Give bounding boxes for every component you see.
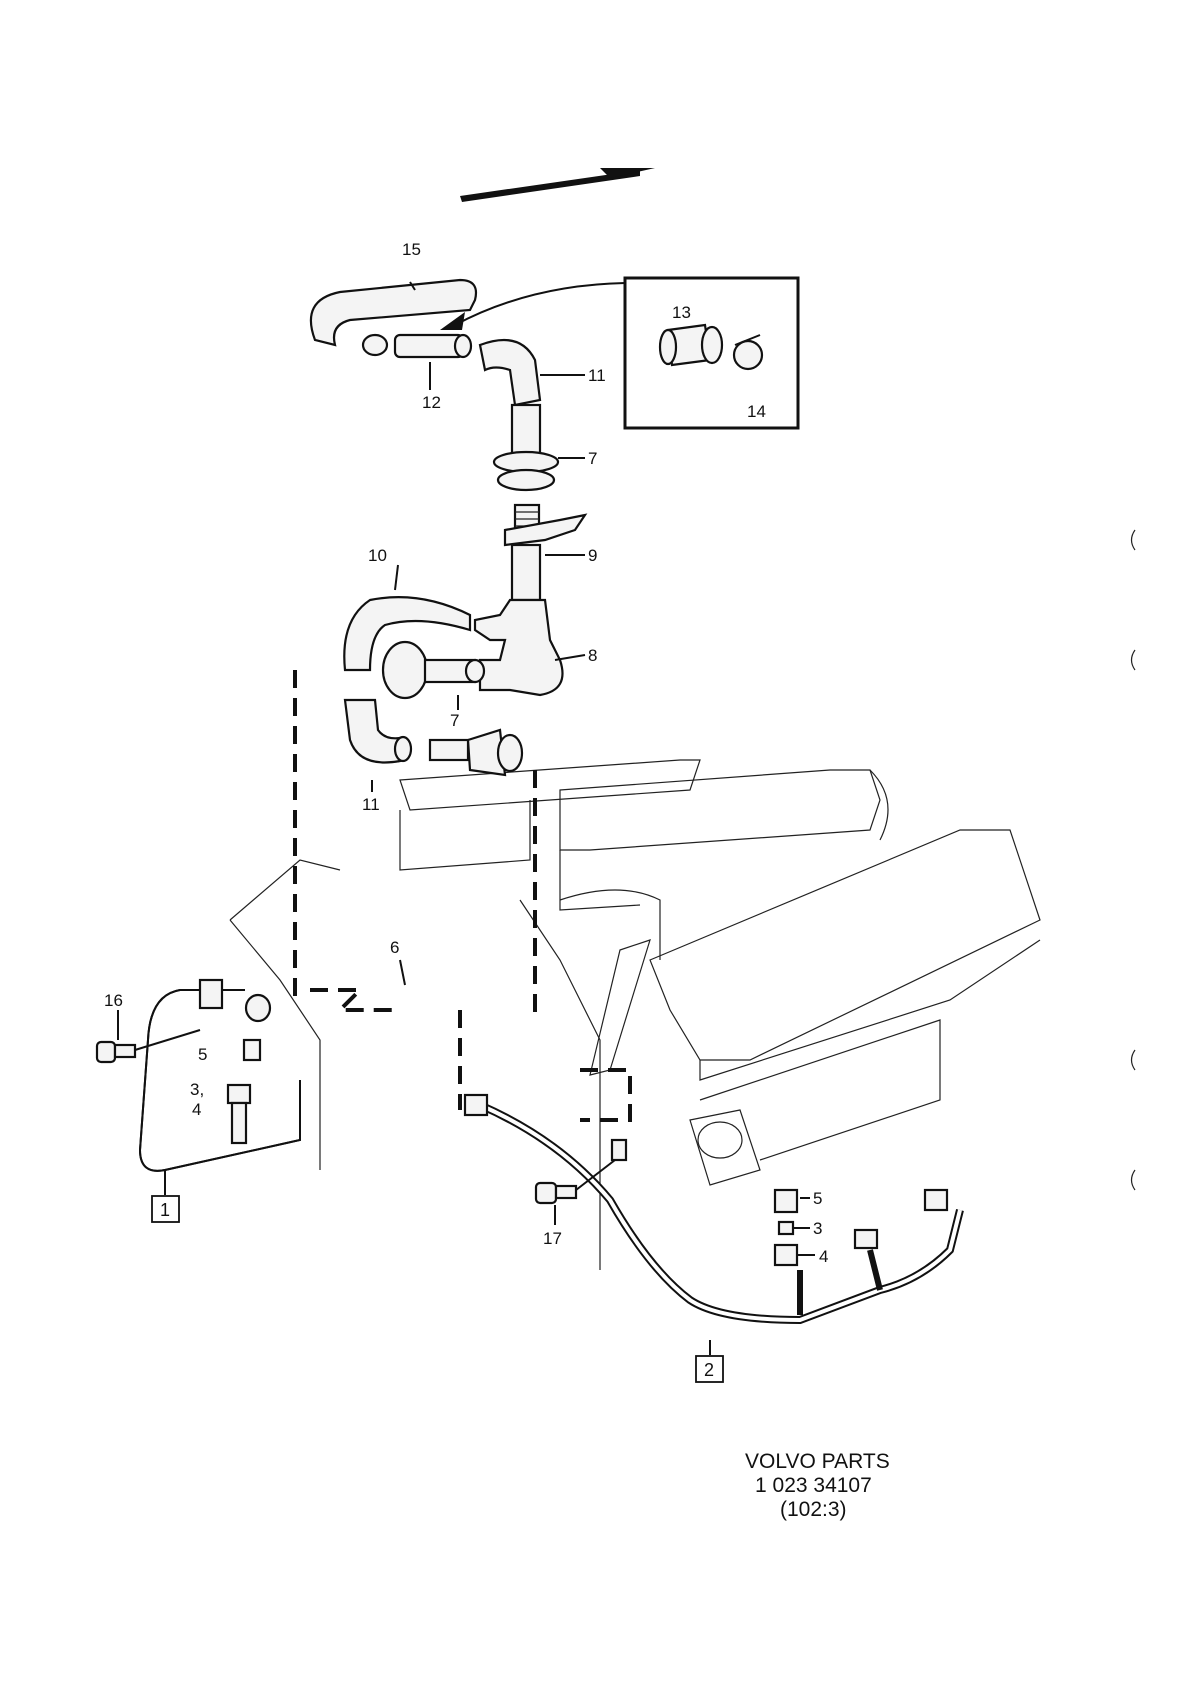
direction-arrow [460,168,655,202]
callout-5-left: 5 [198,1045,207,1064]
inset-detail-box [440,276,800,430]
callout-12: 12 [422,393,441,412]
brand-line: VOLVO PARTS [745,1450,890,1473]
callout-11-lower: 11 [362,795,380,814]
callout-5-right: 5 [813,1189,822,1208]
engine-block [229,759,1041,1270]
callout-14: 14 [747,402,766,421]
callout-labels: 15 12 11 13 14 7 9 10 8 7 11 6 16 5 3, 4… [104,240,828,1266]
callout-16: 16 [104,991,123,1010]
leader-lines [117,281,815,1355]
callout-3-comma: 3, [190,1080,204,1099]
pipe-assembly-2 [463,1093,964,1325]
callout-4-right: 4 [819,1247,828,1266]
callout-17: 17 [543,1229,562,1248]
callout-13: 13 [672,303,691,322]
callout-11-top: 11 [588,366,606,385]
callout-7-top: 7 [588,449,597,468]
callout-3-right: 3 [813,1219,822,1238]
dashed-routes [293,670,632,1122]
section-code-line: (102:3) [780,1498,847,1521]
margin-marks [1130,529,1136,1191]
callout-15: 15 [402,240,421,259]
parts-reference: VOLVO PARTS 1 023 34107 (102:3) [745,1450,890,1521]
assembly-1-box [151,1195,180,1223]
assembly-1-number: 1 [160,1200,170,1220]
callout-6: 6 [390,938,399,957]
assembly-2-box [695,1355,724,1383]
assembly-2-number: 2 [704,1360,714,1380]
callout-10: 10 [368,546,387,565]
callout-7-mid: 7 [450,711,459,730]
vertical-connector-stack [309,278,588,777]
callout-8: 8 [588,646,597,665]
boxed-labels: 1 2 [151,1195,724,1383]
callout-4-left: 4 [192,1100,201,1119]
part-number-line: 1 023 34107 [755,1474,872,1497]
callout-9: 9 [588,546,597,565]
pipe-assembly-1 [95,978,301,1172]
